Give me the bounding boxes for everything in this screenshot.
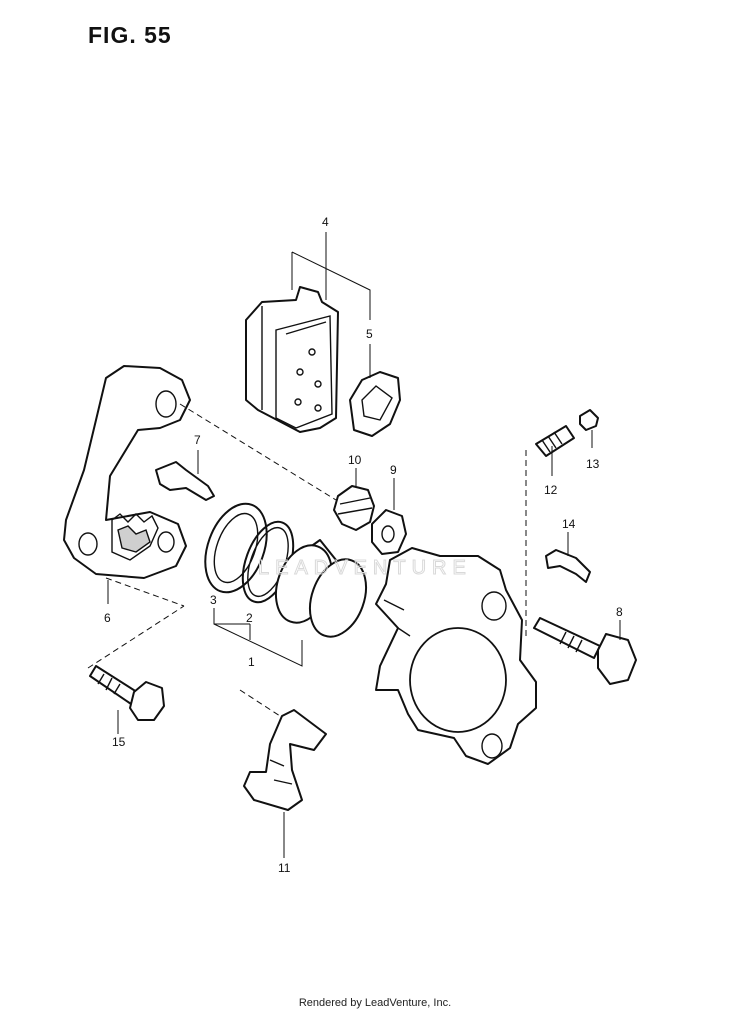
holder-bolt[interactable] — [89, 665, 165, 721]
render-credit: Rendered by LeadVenture, Inc. — [298, 997, 452, 1009]
callout-4: 4 — [322, 215, 329, 229]
slide-bushing[interactable] — [371, 509, 407, 555]
brake-pad-set[interactable] — [245, 286, 339, 433]
pad-retainer-clip[interactable] — [545, 549, 591, 583]
figure-title: FIG. 55 — [88, 22, 172, 48]
pad-spring[interactable] — [155, 461, 215, 501]
callout-1: 1 — [248, 655, 255, 669]
boot[interactable] — [333, 485, 375, 531]
piston-dust-seal[interactable] — [194, 495, 278, 601]
bleeder-valve[interactable] — [535, 425, 575, 457]
caliper-holder[interactable] — [63, 365, 191, 579]
callout-6: 6 — [104, 611, 111, 625]
callout-13: 13 — [586, 457, 600, 471]
callout-9: 9 — [390, 463, 397, 477]
callout-10: 10 — [348, 453, 362, 467]
callout-11: 11 — [278, 861, 291, 875]
pad-shim[interactable] — [349, 371, 401, 437]
callout-2: 2 — [246, 611, 253, 625]
caliper-bolt-long[interactable] — [533, 617, 637, 685]
caliper-piston[interactable] — [266, 538, 376, 645]
callout-3: 3 — [210, 593, 217, 607]
caliper-body[interactable] — [375, 547, 537, 765]
callout-12: 12 — [544, 483, 558, 497]
callout-15: 15 — [112, 735, 126, 749]
callout-5: 5 — [366, 327, 373, 341]
callout-14: 14 — [562, 517, 576, 531]
spring-plate[interactable] — [243, 709, 327, 811]
callout-8: 8 — [616, 605, 623, 619]
bleeder-cap[interactable] — [579, 409, 599, 431]
callout-7: 7 — [194, 433, 201, 447]
